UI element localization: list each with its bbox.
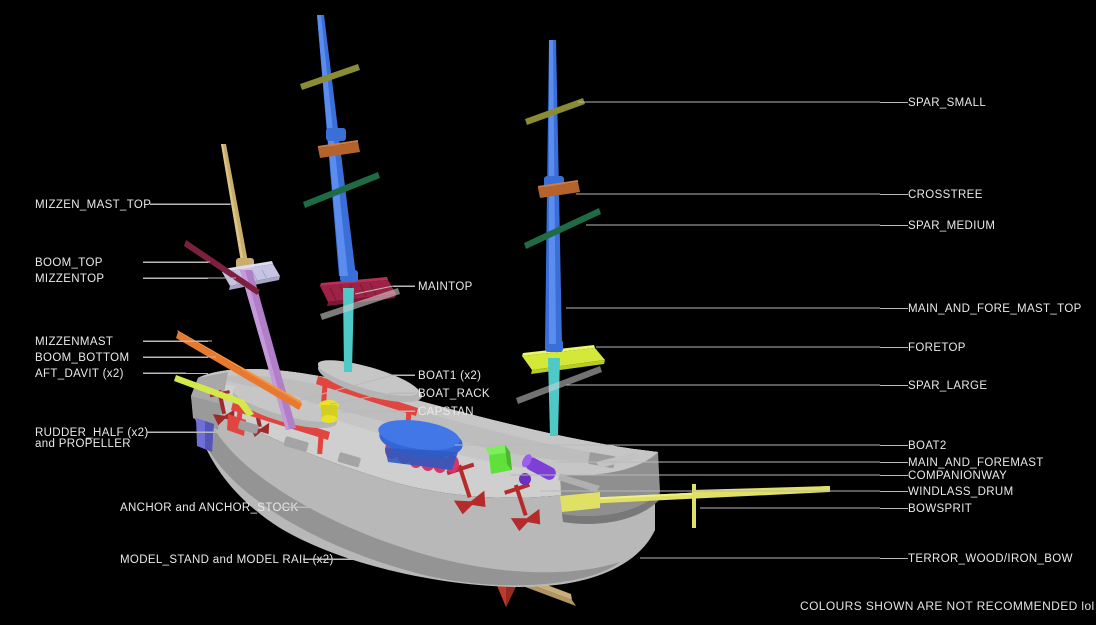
label-left-leader-0 [150, 204, 230, 205]
label-right-leader-9 [880, 491, 908, 492]
label-left-4: BOOM_BOTTOM [35, 352, 130, 364]
label-right-leader-1 [880, 194, 908, 195]
label-left-5: AFT_DAVIT (x2) [35, 368, 124, 380]
label-right-0: SPAR_SMALL [908, 97, 987, 109]
label-center-3: MAINTOP [418, 281, 473, 293]
label-right-2: SPAR_MEDIUM [908, 220, 996, 232]
label-center-2: CAPSTAN [418, 406, 474, 418]
label-left-leader-4 [143, 357, 208, 358]
label-left-leader-6 [147, 432, 219, 433]
label-right-11: TERROR_WOOD/IRON_BOW [908, 553, 1073, 565]
label-right-leader-5 [880, 385, 908, 386]
label-right-leader-0 [880, 102, 908, 103]
label-right-leader-7 [880, 462, 908, 463]
label-center-leader-2 [393, 411, 415, 412]
label-left-6: RUDDER_HALF (x2) [35, 427, 149, 439]
label-right-leader-8 [880, 475, 908, 476]
label-left-8: ANCHOR and ANCHOR_STOCK [120, 502, 299, 514]
label-center-leader-1 [393, 393, 415, 394]
label-right-9: WINDLASS_DRUM [908, 486, 1014, 498]
label-center-leader-3 [393, 286, 415, 287]
label-left-leader-1 [143, 262, 208, 263]
label-right-5: SPAR_LARGE [908, 380, 988, 392]
label-right-leader-4 [880, 347, 908, 348]
label-right-leader-6 [880, 445, 908, 446]
label-right-leader-2 [880, 225, 908, 226]
foremast-group [516, 40, 605, 436]
label-right-3: MAIN_AND_FORE_MAST_TOP [908, 303, 1082, 315]
label-left-3: MIZZENMAST [35, 336, 114, 348]
label-left-leader-3 [143, 341, 208, 342]
capstan-group [319, 400, 339, 423]
windlass-drum-group [519, 454, 556, 485]
label-left-7: and PROPELLER [35, 438, 131, 450]
label-right-4: FORETOP [908, 342, 966, 354]
label-center-1: BOAT_RACK [418, 388, 490, 400]
label-right-8: COMPANIONWAY [908, 470, 1008, 482]
label-right-leader-10 [880, 508, 908, 509]
label-left-leader-2 [143, 278, 208, 279]
label-right-7: MAIN_AND_FOREMAST [908, 457, 1044, 469]
disclaimer-caption: COLOURS SHOWN ARE NOT RECOMMENDED lol [800, 599, 1095, 613]
label-right-10: BOWSPRIT [908, 503, 973, 515]
label-right-1: CROSSTREE [908, 189, 983, 201]
label-left-1: BOOM_TOP [35, 257, 103, 269]
label-left-leader-8 [280, 507, 348, 508]
label-center-leader-0 [393, 375, 415, 376]
label-left-leader-9 [303, 559, 361, 560]
label-right-leader-11 [880, 558, 908, 559]
boat2-group [378, 420, 463, 473]
label-left-2: MIZZENTOP [35, 273, 105, 285]
mizzenmast-group [174, 144, 302, 430]
rudder-propeller-group [196, 418, 214, 452]
label-right-6: BOAT2 [908, 440, 947, 452]
companionway-group [486, 445, 512, 474]
label-left-leader-5 [143, 373, 208, 374]
mainmast-group [300, 15, 400, 372]
label-center-0: BOAT1 (x2) [418, 370, 482, 382]
label-right-leader-3 [880, 308, 908, 309]
label-left-0: MIZZEN_MAST_TOP [35, 199, 152, 211]
deck-fittings [237, 420, 640, 492]
label-left-9: MODEL_STAND and MODEL RAIL (x2) [120, 554, 334, 566]
